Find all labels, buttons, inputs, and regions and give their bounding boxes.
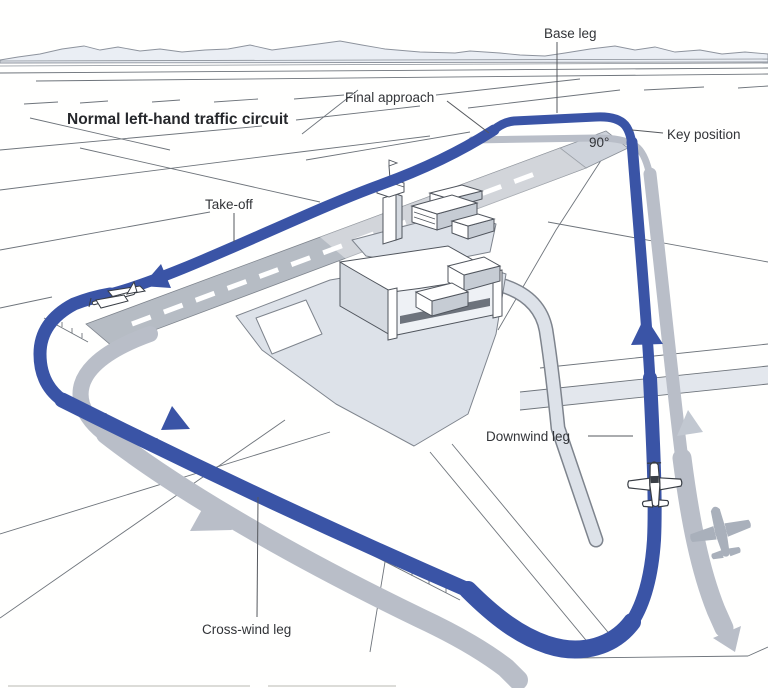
mountain-range-icon (0, 40, 768, 64)
shadow-downwind-upper (643, 167, 689, 467)
base-leg-segment (489, 112, 637, 149)
shadow-crosswind-turn (72, 326, 158, 444)
label-cross-wind-leg: Cross-wind leg (202, 622, 291, 637)
tower-flag-icon (388, 159, 399, 167)
label-take-off: Take-off (205, 197, 253, 212)
terminal-building (410, 184, 496, 240)
takeoff-and-landing-run (104, 124, 500, 300)
shadow-crosswind-leg (96, 424, 528, 688)
circuit-ground-shadow (72, 134, 734, 688)
label-key-position: Key position (667, 127, 741, 142)
storage-building (446, 256, 502, 292)
shadow-direction-arrows (190, 495, 741, 652)
label-90-degrees: 90° (589, 135, 609, 150)
flight-direction-arrow-icon (161, 406, 190, 430)
shadow-arrow-icon (190, 495, 232, 531)
flight-direction-arrow-icon (631, 316, 663, 345)
final-approach-leader (446, 100, 490, 134)
downwind-upper-segment (626, 136, 656, 386)
airplane-climbing-icon (88, 280, 147, 309)
shadow-arrow-icon (713, 626, 741, 652)
shadow-base-leg (468, 134, 654, 180)
storage-building (414, 282, 470, 317)
airplane-shadow-icon (690, 506, 751, 560)
diagram-labels: Normal left-hand traffic circuit Base le… (67, 26, 741, 637)
circuit-direction-arrows (142, 264, 663, 430)
downwind-lower-segment (625, 371, 662, 629)
runway-centerline-markings (131, 169, 541, 327)
airplane-top-view-icon (627, 461, 683, 508)
perimeter-taxiway (498, 280, 602, 546)
diagram-title: Normal left-hand traffic circuit (67, 111, 288, 128)
horizon-lines (0, 58, 768, 105)
label-downwind-leg: Downwind leg (486, 429, 570, 444)
shadow-downwind-lower (672, 448, 734, 638)
mountain-silhouette (0, 40, 768, 64)
key-position-leader (631, 129, 664, 134)
label-leader-lines (233, 42, 664, 618)
access-road-edge (429, 451, 591, 646)
bottom-turn-segment (459, 581, 641, 659)
flight-direction-arrow-icon (142, 264, 171, 288)
label-base-leg: Base leg (544, 26, 597, 41)
cross-wind-leader (256, 496, 259, 618)
label-final-approach: Final approach (345, 90, 434, 105)
access-road-edge (451, 443, 613, 638)
apron-grass-island (255, 299, 323, 355)
shadow-arrow-icon (677, 410, 703, 436)
crosswind-leg-segment (54, 392, 476, 598)
